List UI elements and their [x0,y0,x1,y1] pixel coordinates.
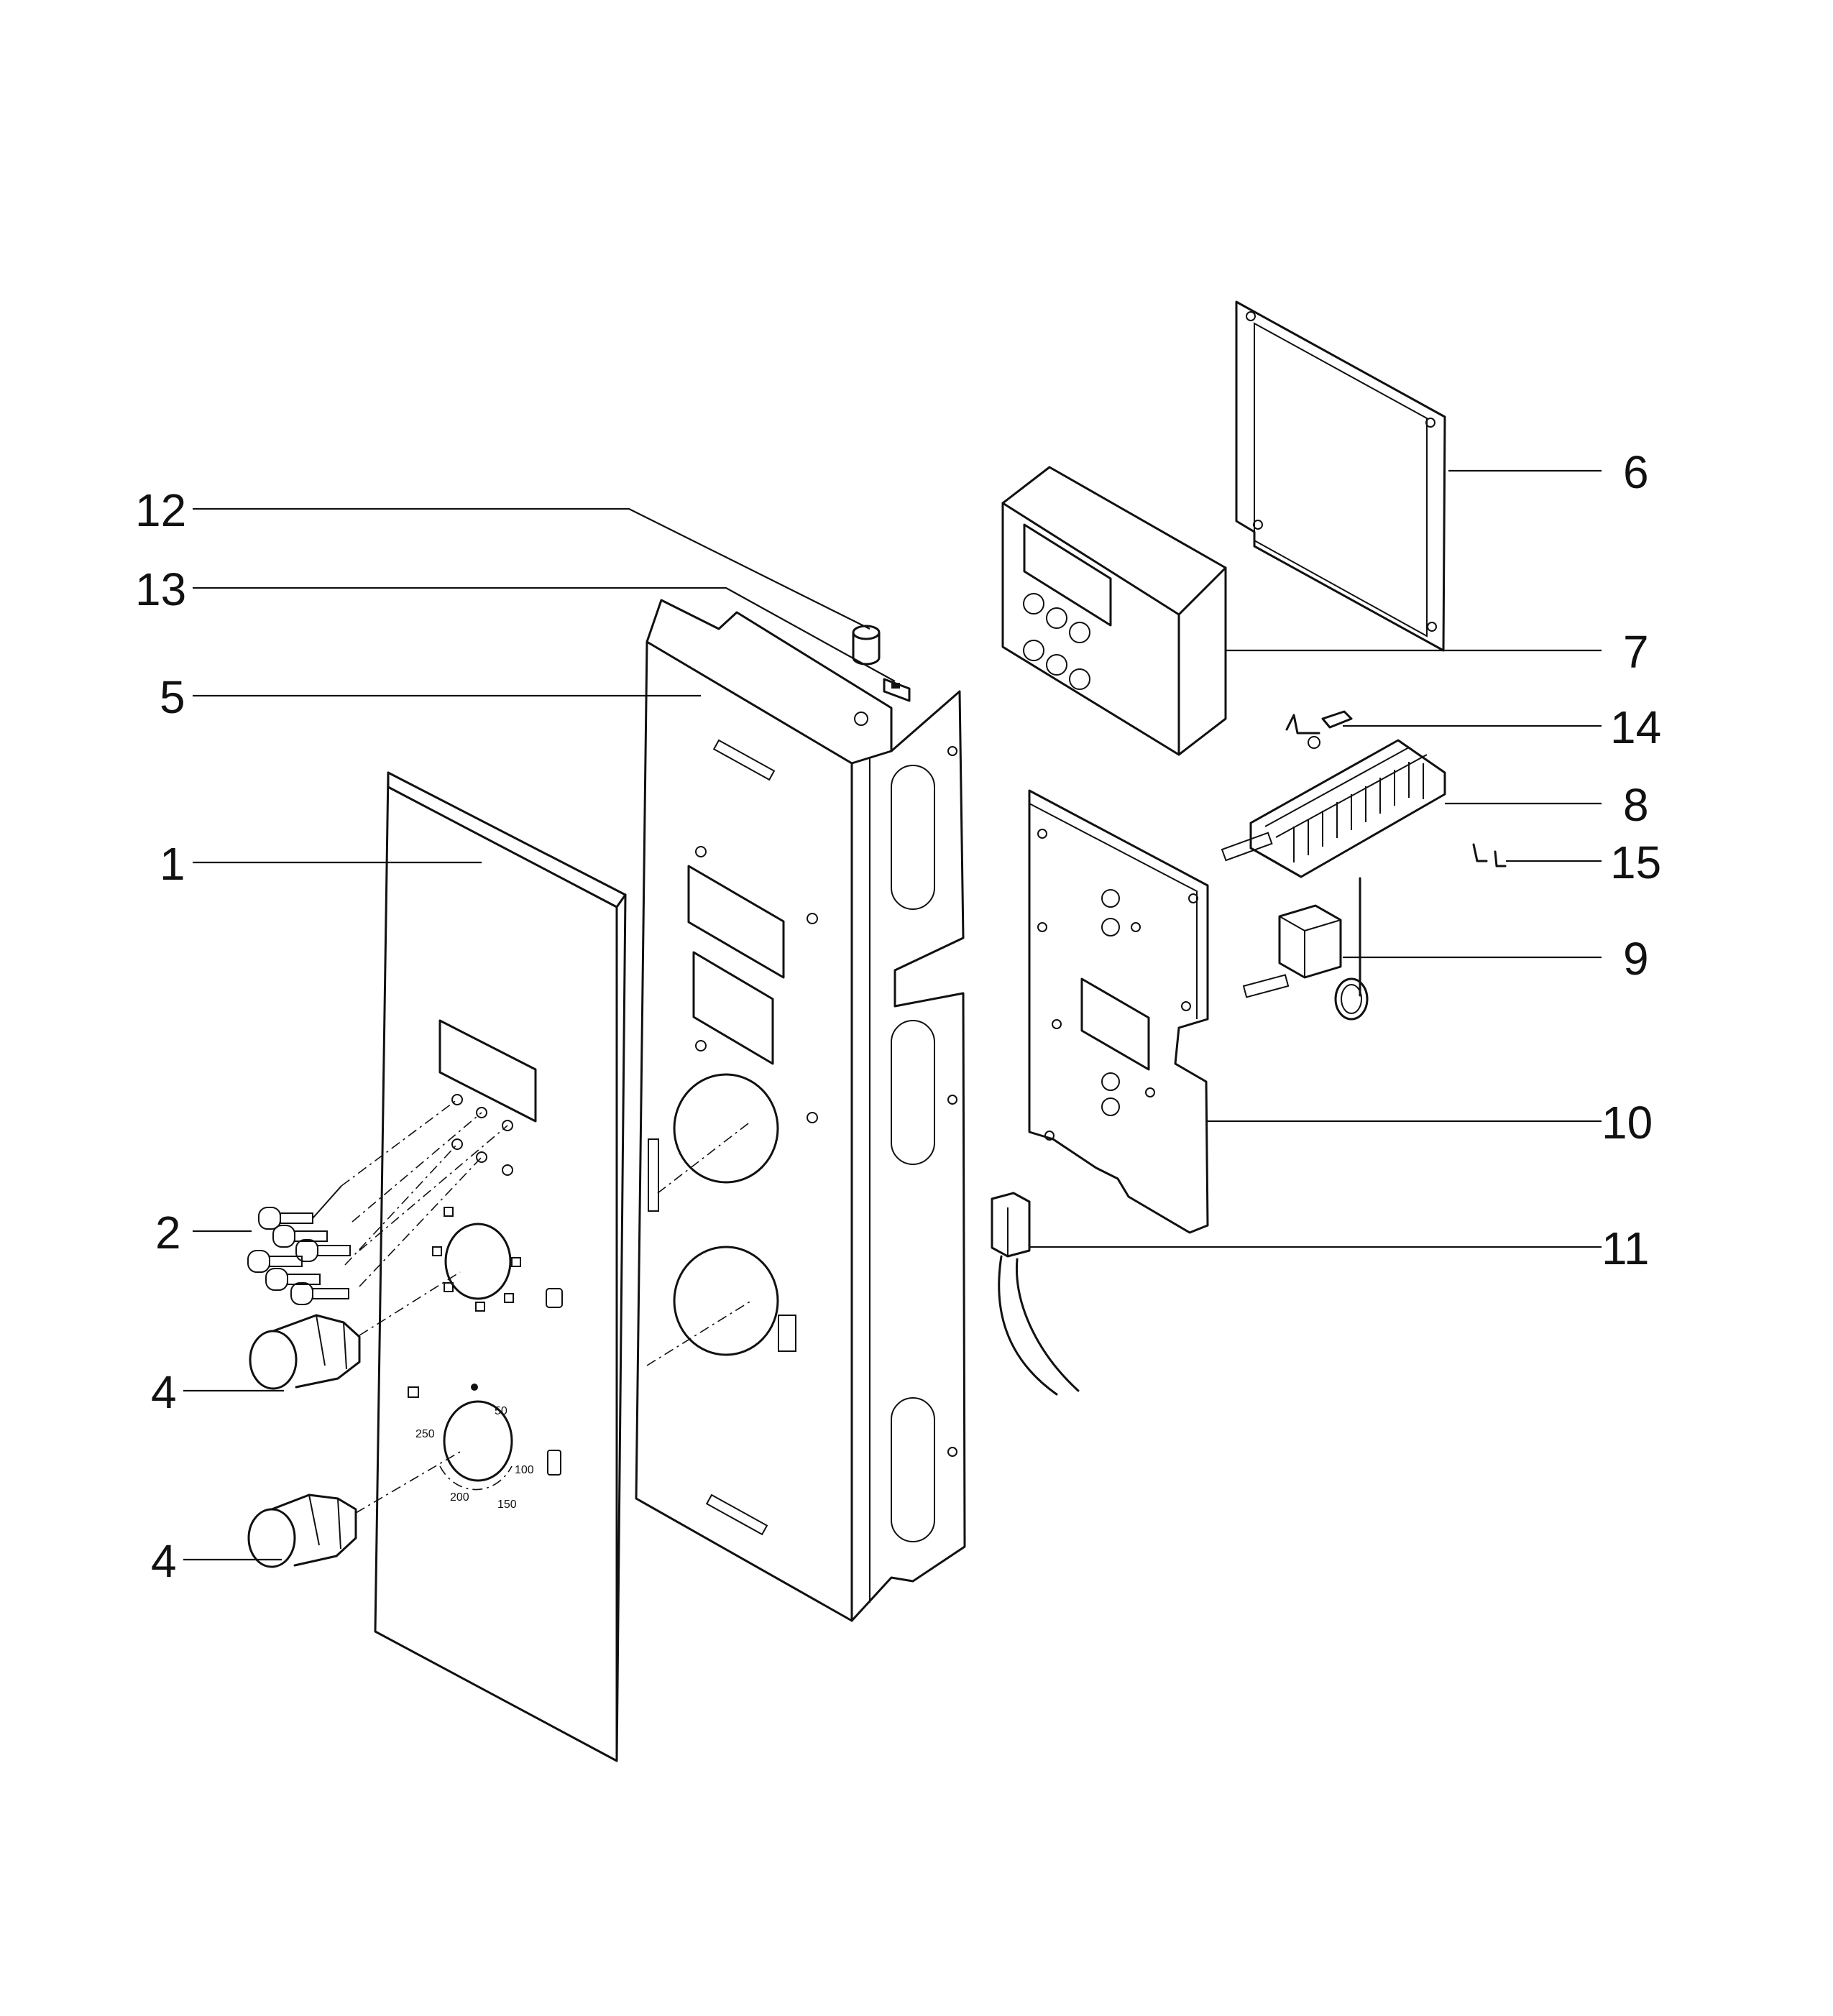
callout-15: 15 [1610,837,1661,888]
dial-mark-50: 50 [495,1405,507,1417]
dial-mark-150: 150 [497,1499,517,1511]
dial-mark-250: 250 [415,1428,435,1440]
callout-14: 14 [1610,701,1661,753]
callout-12: 12 [135,484,186,536]
rear-plate [1028,789,1209,1234]
callout-13: 13 [135,563,186,615]
control-knob-upper [249,1271,461,1390]
temperature-dial: 50 100 150 200 250 [408,1384,561,1511]
callout-9: 9 [1623,933,1649,985]
callout-2: 2 [155,1207,181,1258]
callout-11: 11 [1602,1223,1649,1274]
timer-module [1001,466,1227,756]
function-dial [432,1207,563,1312]
panel-frame [635,599,966,1622]
callout-numbers: 12 13 5 1 2 4 4 6 7 14 8 15 9 10 11 [135,446,1661,1587]
button-holes [451,1094,513,1176]
callout-7: 7 [1623,626,1649,678]
thermostat [1242,877,1369,1021]
cable-connector [991,1192,1080,1396]
leader-lines [183,469,1602,1561]
dial-mark-100: 100 [515,1464,534,1476]
selector-switch [1221,739,1446,878]
callout-1: 1 [160,838,185,890]
front-panel: 50 100 150 200 250 [374,771,627,1762]
mounting-plate [1235,300,1446,652]
terminal-clip [1472,843,1507,867]
callout-8: 8 [1623,779,1649,831]
callout-5: 5 [160,671,185,723]
callout-4-lower: 4 [151,1535,177,1587]
spacer-bushing [852,625,881,666]
dial-mark-200: 200 [450,1491,469,1504]
clip-fastener [883,678,911,702]
spring-clip [1285,710,1353,749]
switch-contacts [1293,762,1424,862]
push-buttons [247,1099,508,1305]
callout-10: 10 [1602,1097,1653,1149]
callout-6: 6 [1623,446,1649,498]
control-knob-lower [247,1451,461,1568]
callout-4-upper: 4 [151,1366,177,1418]
